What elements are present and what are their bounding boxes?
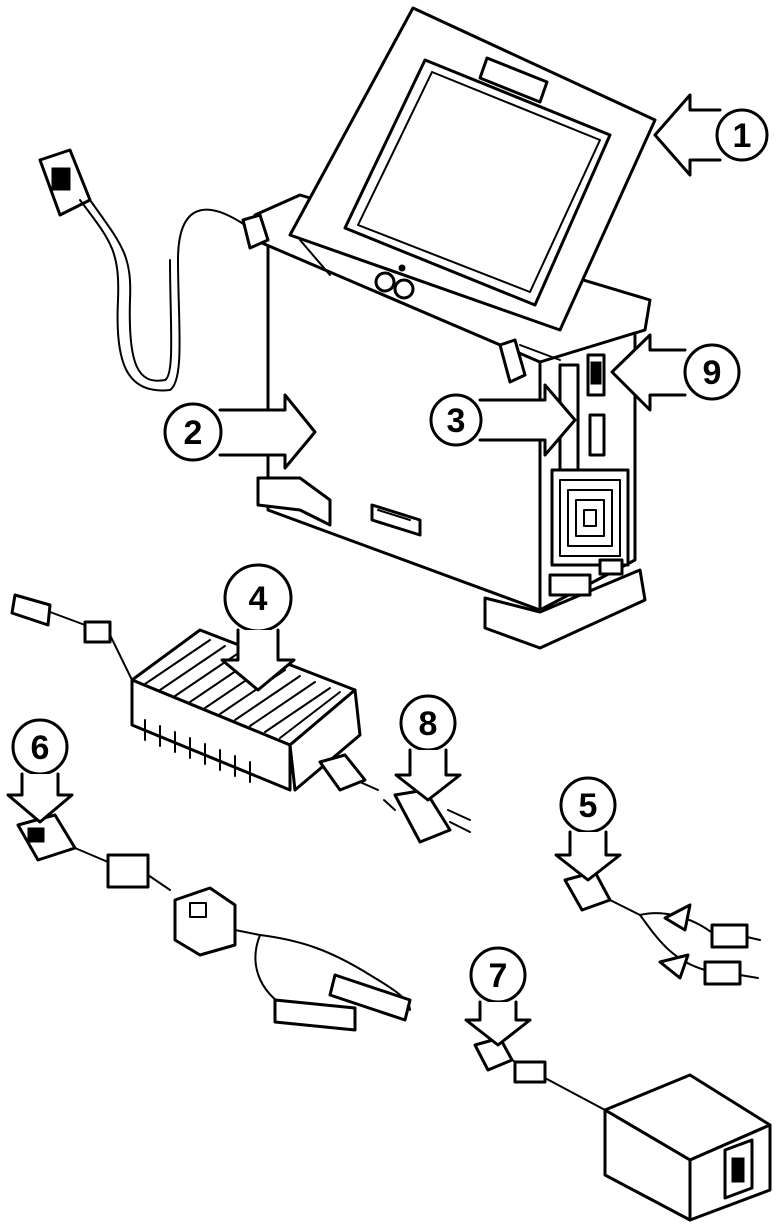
- y-splitter-cable: [563, 870, 761, 986]
- callout-9: 9: [610, 333, 741, 412]
- callout-number-7: 7: [489, 957, 508, 995]
- callout-3: 3: [429, 383, 577, 457]
- callout-4: 4: [220, 563, 296, 692]
- battery-clip-lead: [16, 813, 412, 1032]
- callout-number-6: 6: [31, 729, 50, 767]
- callout-2: 2: [163, 393, 317, 470]
- display-lid: [241, 6, 657, 384]
- callout-number-8: 8: [419, 705, 438, 743]
- callout-7: 7: [464, 946, 532, 1047]
- callout-5: 5: [554, 776, 622, 882]
- callout-number-5: 5: [579, 787, 598, 825]
- power-supply-brick: [10, 593, 379, 792]
- callout-number-4: 4: [249, 580, 268, 618]
- callout-number-1: 1: [733, 117, 752, 155]
- callout-1: 1: [653, 93, 769, 177]
- callout-number-3: 3: [447, 402, 466, 440]
- callout-number-9: 9: [703, 354, 722, 392]
- ac-adapter-box: [473, 1036, 772, 1222]
- fan-grille: [550, 468, 630, 567]
- y-cable-arrow-lower: [658, 953, 690, 980]
- display-cable: [38, 148, 246, 392]
- callout-6: 6: [6, 718, 74, 824]
- y-cable-arrow-upper: [663, 903, 692, 932]
- callout-8: 8: [394, 694, 462, 802]
- callout-number-2: 2: [184, 414, 203, 452]
